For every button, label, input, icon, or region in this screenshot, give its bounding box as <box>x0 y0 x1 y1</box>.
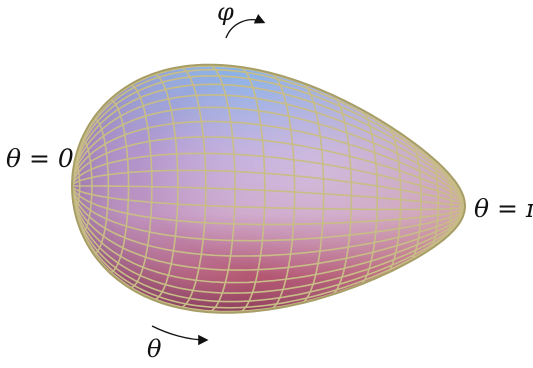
mesh-line-theta <box>81 138 93 234</box>
theta-label: θ <box>147 335 162 363</box>
mesh-line-phi <box>72 185 465 211</box>
mesh-line-phi <box>72 185 465 207</box>
phi-arrow <box>225 14 266 39</box>
mesh-line-phi <box>72 169 465 206</box>
mesh-line-phi <box>72 185 465 271</box>
theta-pi-label: θ = π <box>474 194 533 223</box>
mesh-line-theta <box>427 152 439 252</box>
mesh-line-phi <box>72 185 465 242</box>
theta-zero-label: θ = 0 <box>6 144 74 173</box>
mesh-line-theta <box>109 99 130 274</box>
mesh-line-theta <box>179 66 207 309</box>
mesh-line-theta <box>74 161 81 211</box>
phi-label: φ <box>217 0 234 26</box>
teardrop-surface <box>70 63 467 314</box>
mesh-line-theta <box>152 73 179 301</box>
mesh-line-phi <box>72 83 465 206</box>
mesh-line-theta <box>299 80 325 305</box>
mesh-line-phi <box>72 185 465 303</box>
surface-mesh <box>72 64 465 313</box>
mesh-line-phi <box>72 185 465 257</box>
mesh-line-theta <box>207 64 236 313</box>
mesh-line-theta <box>357 106 379 287</box>
mesh-line-theta <box>329 92 353 297</box>
mesh-line-theta <box>268 71 296 311</box>
mesh-line-phi <box>72 152 465 206</box>
mesh-line-theta <box>93 117 110 255</box>
mesh-line-theta <box>407 137 423 264</box>
theta-arrow <box>151 325 209 346</box>
mesh-line-phi <box>72 185 465 294</box>
mesh-line-phi <box>72 185 465 226</box>
mesh-line-theta <box>129 84 153 289</box>
mesh-line-phi <box>72 106 465 206</box>
mesh-line-phi <box>72 136 465 206</box>
surface-outline <box>70 63 467 314</box>
mesh-line-theta <box>237 65 266 313</box>
mesh-line-phi <box>72 120 465 206</box>
mesh-line-phi <box>72 75 465 206</box>
mesh-line-theta <box>383 121 402 276</box>
